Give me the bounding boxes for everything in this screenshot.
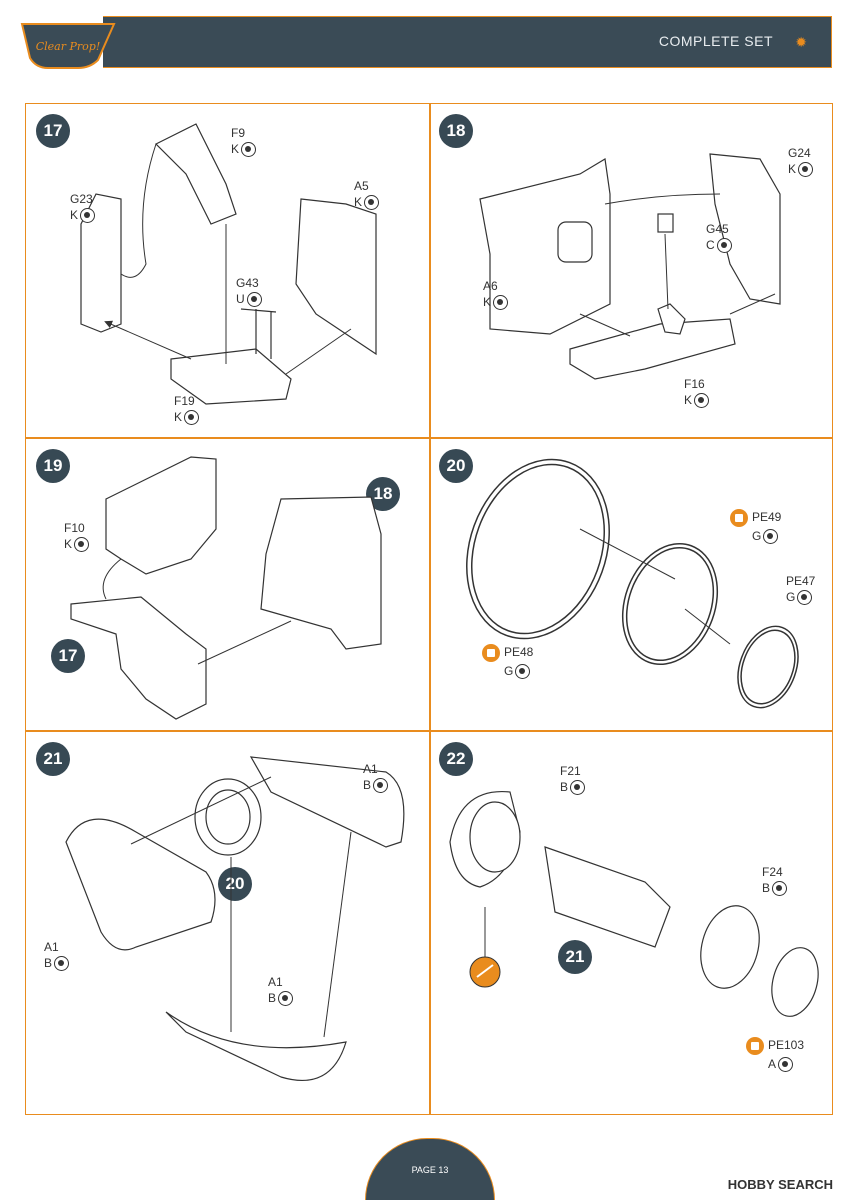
page-number: PAGE 13 xyxy=(411,1165,449,1175)
glue-icon xyxy=(778,1057,794,1073)
step-number: 22 xyxy=(439,742,473,776)
assembly-drawing xyxy=(80,123,377,405)
glue-icon xyxy=(54,956,70,972)
header: COMPLETE SET ✹ Clear Prop! xyxy=(18,14,833,70)
logo: Clear Prop! xyxy=(20,23,116,69)
assembly-drawing xyxy=(479,153,781,380)
photo-etch-icon xyxy=(730,509,748,527)
glue-icon xyxy=(241,142,257,158)
photo-etch-icon xyxy=(482,644,500,662)
grid-divider-2 xyxy=(26,730,832,732)
glue-icon xyxy=(716,238,732,254)
step-number: 21 xyxy=(36,742,70,776)
step-number: 18 xyxy=(439,114,473,148)
photo-etch-icon xyxy=(746,1037,764,1055)
glue-icon xyxy=(184,410,200,426)
assembly-drawing xyxy=(65,756,405,1081)
glue-icon xyxy=(763,529,779,545)
glue-icon xyxy=(80,208,96,224)
logo-text: Clear Prop! xyxy=(36,40,101,53)
step-number: 17 xyxy=(36,114,70,148)
grid-divider-vertical xyxy=(429,104,431,1114)
glue-icon xyxy=(493,295,509,311)
step-reference: 17 xyxy=(51,639,85,673)
glue-icon xyxy=(694,393,710,409)
glue-icon xyxy=(797,590,813,606)
gear-icon[interactable]: ✹ xyxy=(795,35,807,51)
assembly-drawing xyxy=(449,791,819,1017)
grid-divider-1 xyxy=(26,437,832,439)
glue-icon xyxy=(278,991,294,1007)
assembly-drawing xyxy=(466,458,799,709)
step-number: 19 xyxy=(36,449,70,483)
glue-icon xyxy=(772,881,788,897)
glue-icon xyxy=(515,664,531,680)
glue-icon xyxy=(570,780,586,796)
step-number: 20 xyxy=(439,449,473,483)
glue-icon xyxy=(373,778,389,794)
glue-icon xyxy=(246,292,262,308)
glue-icon xyxy=(798,162,814,178)
step-reference: 20 xyxy=(218,867,252,901)
watermark: HOBBY SEARCH xyxy=(727,1177,833,1192)
glue-icon xyxy=(74,537,90,553)
header-bar: COMPLETE SET ✹ xyxy=(103,16,832,68)
step-reference: 21 xyxy=(558,940,592,974)
header-title: COMPLETE SET xyxy=(658,33,773,49)
glue-icon xyxy=(364,195,380,211)
assembly-drawing xyxy=(70,456,382,720)
